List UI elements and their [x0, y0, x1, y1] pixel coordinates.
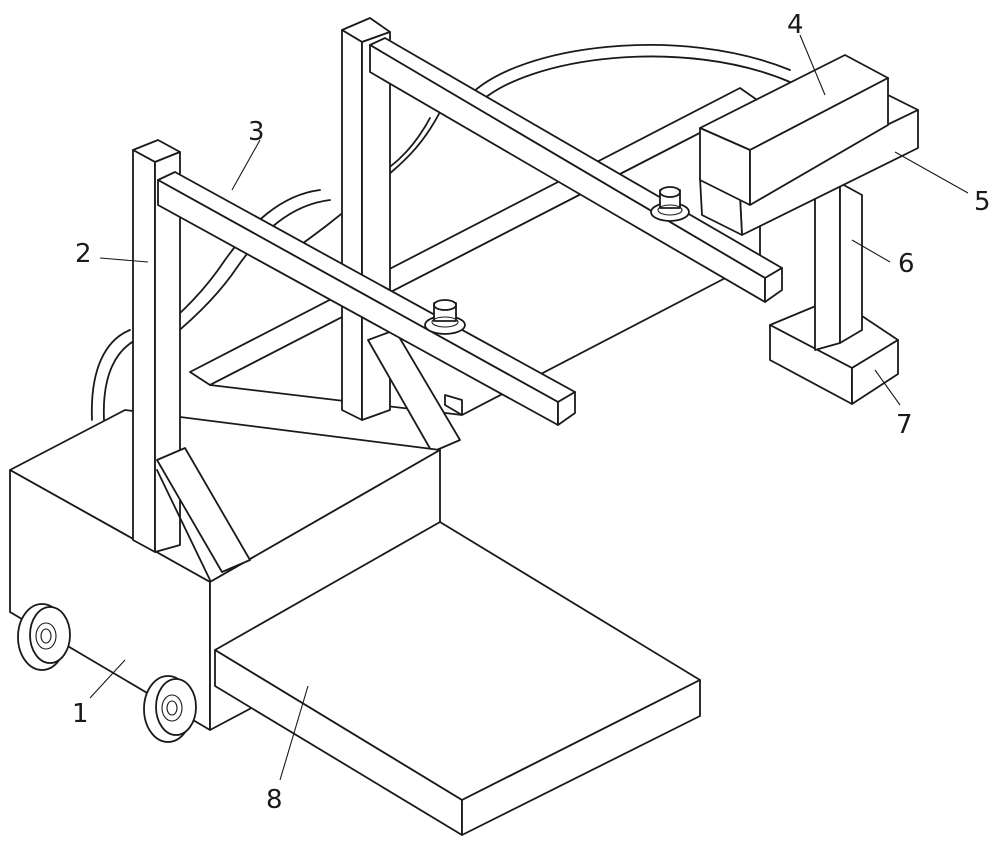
part-labels: 1 2 3 4 5 6 7 8	[72, 10, 991, 815]
front-post	[132, 139, 251, 581]
leader-lines	[89, 34, 969, 781]
wheel-front	[17, 603, 71, 671]
wheel-rear	[143, 675, 197, 743]
rear-bolt	[650, 186, 690, 222]
label-4: 4	[787, 10, 804, 40]
label-7: 7	[896, 410, 913, 440]
front-bolt	[424, 299, 466, 335]
label-8: 8	[266, 785, 283, 815]
label-5: 5	[974, 187, 991, 217]
platform	[214, 521, 701, 836]
motor-box	[699, 54, 889, 206]
label-1: 1	[72, 699, 89, 729]
label-2: 2	[75, 239, 92, 269]
label-3: 3	[248, 117, 265, 147]
label-6: 6	[898, 249, 915, 279]
front-arm	[157, 171, 576, 426]
support-column	[814, 182, 863, 351]
